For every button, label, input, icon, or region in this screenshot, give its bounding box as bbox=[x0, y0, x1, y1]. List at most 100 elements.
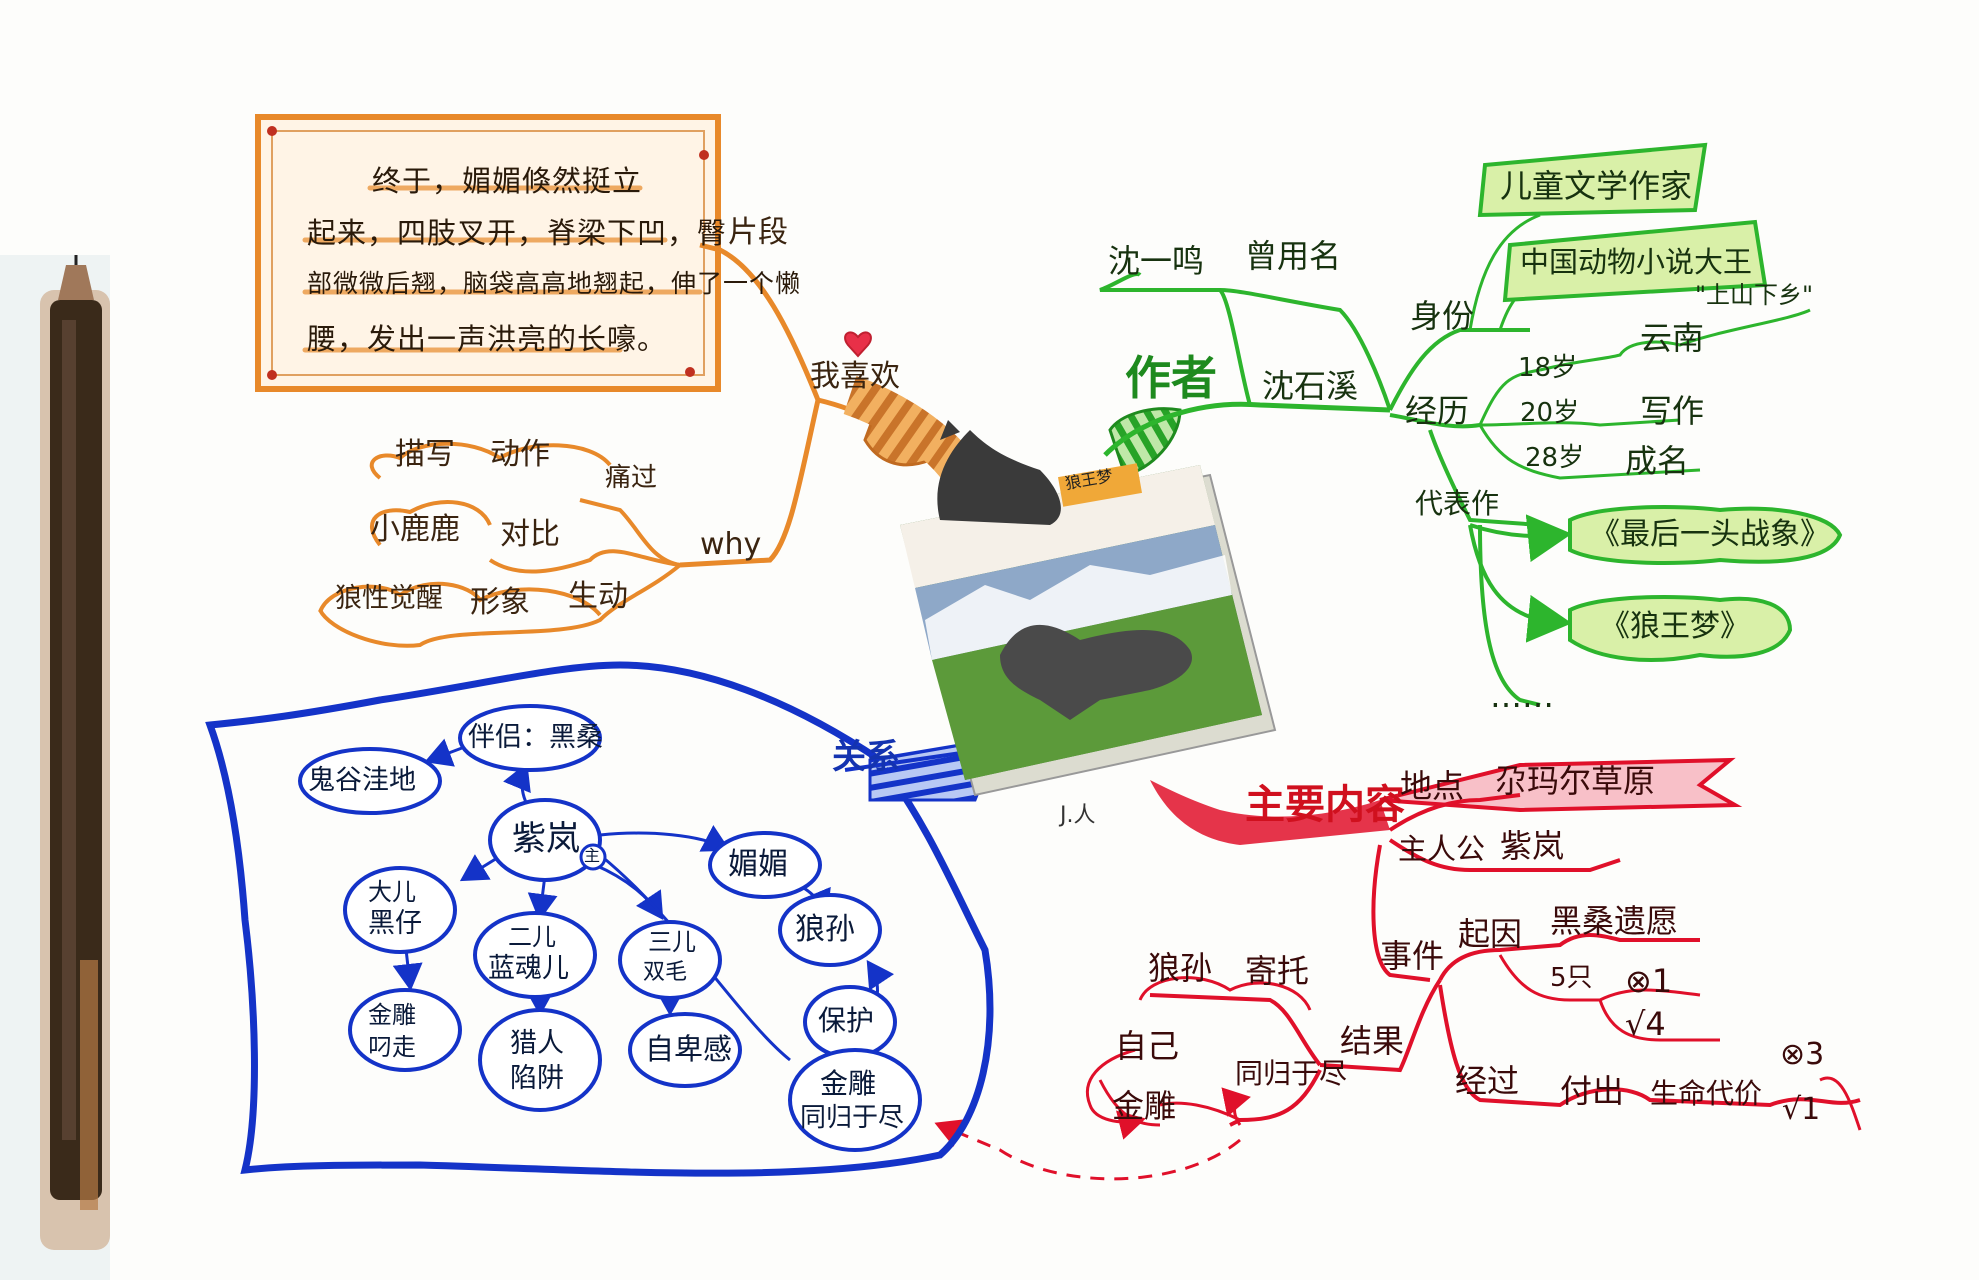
protagonist-value: 紫岚 bbox=[1500, 827, 1565, 865]
work-cloud-1 bbox=[1568, 505, 1843, 565]
experience-note: "上山下乡" bbox=[1695, 281, 1814, 309]
book-title-label bbox=[1058, 463, 1142, 507]
quote-line-4: 腰，发出一声洪亮的长嚎。 bbox=[307, 322, 668, 356]
node-child2-fate-line2: 陷阱 bbox=[510, 1063, 564, 1094]
label-cause: 起因 bbox=[1458, 915, 1523, 953]
branch-line-place bbox=[1388, 793, 1521, 832]
label-protagonist: 主人公 bbox=[1398, 832, 1486, 866]
work-cloud-2 bbox=[1568, 595, 1793, 662]
quote-line-1: 终于，媚媚倏然挺立 bbox=[372, 164, 643, 198]
label-experience: 经历 bbox=[1405, 392, 1470, 430]
branch-line-protagonist bbox=[1388, 838, 1621, 872]
process-count-dead: ⊗3 bbox=[1780, 1037, 1825, 1072]
label-vivid: 生动 bbox=[568, 579, 628, 614]
howling-wolf bbox=[937, 430, 1061, 525]
quote-inner-frame bbox=[271, 130, 705, 376]
label-contrast: 对比 bbox=[500, 517, 560, 552]
experience-age-28: 28岁 bbox=[1525, 443, 1585, 473]
label-image: 形象 bbox=[470, 585, 530, 620]
label-through: 痛过 bbox=[605, 463, 658, 493]
node-spouse: 伴侣：黑桑 bbox=[468, 722, 603, 753]
node-final-line1: 金雕 bbox=[820, 1067, 877, 1100]
label-why: why bbox=[700, 527, 762, 562]
branch-line-identity bbox=[1388, 328, 1530, 411]
branch-line-cause bbox=[1438, 933, 1700, 981]
node-center: 紫岚 bbox=[512, 819, 580, 859]
node-child3-line2: 双毛 bbox=[643, 960, 688, 985]
node-child2-line2: 蓝魂儿 bbox=[488, 953, 569, 984]
experience-famous: 成名 bbox=[1625, 442, 1690, 480]
branch-line-experience bbox=[1389, 413, 1481, 429]
branch-line-works bbox=[1428, 429, 1541, 527]
result-hope: 寄托 bbox=[1245, 952, 1310, 990]
node-child3-fate: 自卑感 bbox=[645, 1032, 733, 1066]
book-title-strip bbox=[900, 465, 1215, 588]
label-relations: 关系 bbox=[832, 737, 900, 777]
quote-line-2: 起来，四肢叉开，脊梁下凹，臀 bbox=[307, 216, 728, 250]
blue-branch bbox=[205, 661, 994, 1177]
label-result: 结果 bbox=[1340, 1022, 1405, 1060]
book-illustration bbox=[900, 420, 1277, 797]
result-value: 同归于尽 bbox=[1235, 1057, 1348, 1090]
process-pay: 付出 bbox=[1560, 1072, 1625, 1110]
label-action: 动作 bbox=[490, 437, 550, 472]
node-child3-line1: 三儿 bbox=[648, 928, 696, 956]
quote-underlines bbox=[302, 185, 703, 353]
main-mark-circle bbox=[579, 843, 607, 871]
book-wolf bbox=[1000, 624, 1192, 720]
label-event: 事件 bbox=[1380, 937, 1445, 975]
process-life-cost: 生命代价 bbox=[1650, 1077, 1763, 1110]
label-author-name: 沈石溪 bbox=[1262, 367, 1359, 405]
label-former-name-value: 沈一鸣 bbox=[1108, 242, 1205, 280]
label-describe: 描写 bbox=[395, 437, 455, 472]
cause-count-alive: √4 bbox=[1625, 1005, 1666, 1043]
result-golden-eagle: 金雕 bbox=[1112, 1087, 1177, 1125]
node-grandchild: 狼孙 bbox=[795, 912, 855, 947]
label-little-deer: 小鹿鹿 bbox=[370, 512, 460, 547]
place-banner bbox=[1379, 757, 1743, 813]
node-center-mark: 主 bbox=[584, 846, 601, 865]
branch-line-result bbox=[1319, 978, 1442, 1073]
red-branch bbox=[934, 757, 1862, 1181]
green-root-stripe bbox=[1108, 407, 1182, 477]
label-former-name: 曾用名 bbox=[1245, 237, 1342, 275]
frame-rivets bbox=[267, 126, 709, 380]
experience-age-20: 20岁 bbox=[1520, 398, 1580, 428]
orange-branch bbox=[255, 114, 976, 648]
label-i-like: 我喜欢 bbox=[810, 359, 900, 394]
branch-line-row2 bbox=[488, 549, 681, 574]
branch-line-why bbox=[679, 399, 821, 568]
node-spouse-fate: 鬼谷洼地 bbox=[308, 765, 416, 796]
book-caption: J.人 bbox=[1060, 803, 1096, 828]
node-child2-line1: 二儿 bbox=[508, 923, 556, 951]
pen-clip bbox=[80, 960, 98, 1210]
quote-frame bbox=[255, 114, 721, 392]
branch-line-process bbox=[1438, 984, 1861, 1108]
label-process: 经过 bbox=[1455, 1062, 1520, 1100]
cause-count-dead: ⊗1 bbox=[1625, 962, 1673, 1000]
experience-writing: 写作 bbox=[1640, 392, 1705, 430]
identity-children-writer: 儿童文学作家 bbox=[1500, 167, 1693, 205]
relations-frame bbox=[205, 661, 994, 1177]
heart-icon bbox=[844, 331, 872, 358]
label-works: 代表作 bbox=[1415, 487, 1500, 520]
link-to-relations bbox=[934, 1119, 1241, 1181]
quote-line-3: 部微微后翘，脑袋高高地翘起，伸了一个懒 bbox=[307, 269, 802, 298]
green-branch bbox=[1099, 142, 1843, 707]
book-mountains bbox=[925, 555, 1232, 660]
label-place: 地点 bbox=[1400, 767, 1465, 805]
relation-nodes bbox=[298, 704, 922, 1152]
node-child1-fate-line1: 金雕 bbox=[368, 1001, 416, 1029]
node-child1-fate-line2: 叼走 bbox=[368, 1033, 416, 1061]
node-child2-fate-line1: 猎人 bbox=[510, 1028, 564, 1059]
works-more: …… bbox=[1490, 677, 1554, 715]
label-wolf-awaken: 狼性觉醒 bbox=[335, 583, 443, 614]
label-identity: 身份 bbox=[1410, 297, 1475, 335]
pen-illustration bbox=[0, 255, 110, 1280]
node-child1-line1: 大儿 bbox=[368, 878, 416, 906]
node-protect: 保护 bbox=[818, 1004, 875, 1037]
identity-box-2 bbox=[1502, 219, 1768, 303]
identity-box-1 bbox=[1477, 142, 1708, 218]
result-grandchild: 狼孙 bbox=[1148, 949, 1213, 987]
